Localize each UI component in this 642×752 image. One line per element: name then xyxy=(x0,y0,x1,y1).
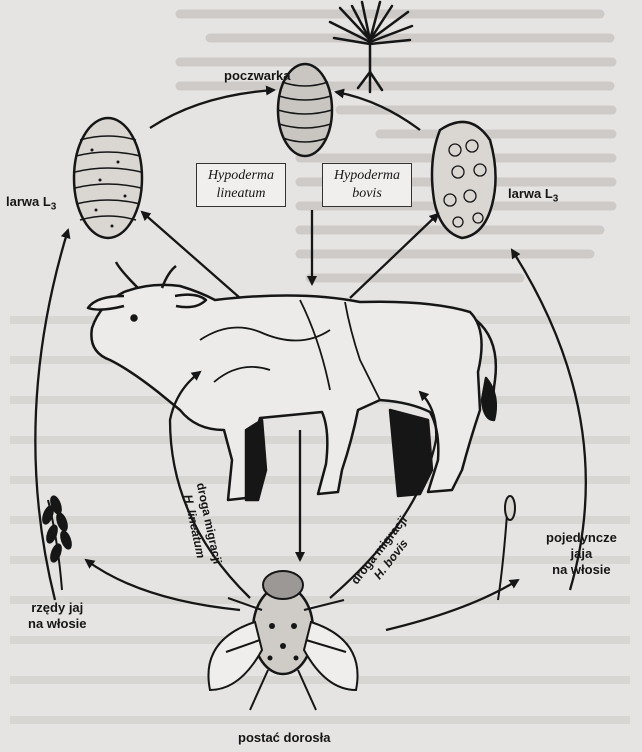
egg-rows-label: rzędy jaj na włosie xyxy=(28,600,87,632)
single-eggs-line-2: jaja xyxy=(546,546,617,562)
species-box-bovis: Hypoderma bovis xyxy=(322,163,412,207)
arrow-cow-to-larva-right xyxy=(350,214,438,298)
pupa-label: poczwarka xyxy=(224,68,290,83)
egg-rows-icon xyxy=(41,495,73,590)
single-eggs-label: pojedyncze jaja na włosie xyxy=(546,530,617,578)
species-lineatum-genus: Hypoderma xyxy=(199,167,283,185)
larva-left-label: larwa L3 xyxy=(6,194,56,213)
species-box-lineatum: Hypoderma lineatum xyxy=(196,163,286,207)
larva-left-subscript: 3 xyxy=(51,202,57,213)
species-bovis-epithet: bovis xyxy=(325,185,409,203)
larva-left-text: larwa L xyxy=(6,194,51,209)
arrow-fly-to-single-eggs xyxy=(386,580,518,630)
species-bovis-genus: Hypoderma xyxy=(325,167,409,185)
larva-right-subscript: 3 xyxy=(553,194,559,205)
single-eggs-line-3: na włosie xyxy=(546,562,617,578)
adult-fly-icon xyxy=(208,571,357,710)
single-eggs-line-1: pojedyncze xyxy=(546,530,617,546)
larva-left-icon xyxy=(74,118,142,238)
arrow-fly-to-egg-rows xyxy=(86,560,240,610)
egg-rows-line-2: na włosie xyxy=(28,616,87,632)
egg-rows-line-1: rzędy jaj xyxy=(28,600,87,616)
plant-icon xyxy=(330,2,412,92)
species-lineatum-epithet: lineatum xyxy=(199,185,283,203)
larva-right-text: larwa L xyxy=(508,186,553,201)
arrow-larva-to-pupa-right xyxy=(336,92,420,130)
larva-right-icon xyxy=(432,122,496,238)
larva-right-label: larwa L3 xyxy=(508,186,558,205)
arrow-larva-to-pupa xyxy=(150,90,274,128)
cow-icon xyxy=(88,262,496,500)
adult-label: postać dorosła xyxy=(238,730,330,745)
